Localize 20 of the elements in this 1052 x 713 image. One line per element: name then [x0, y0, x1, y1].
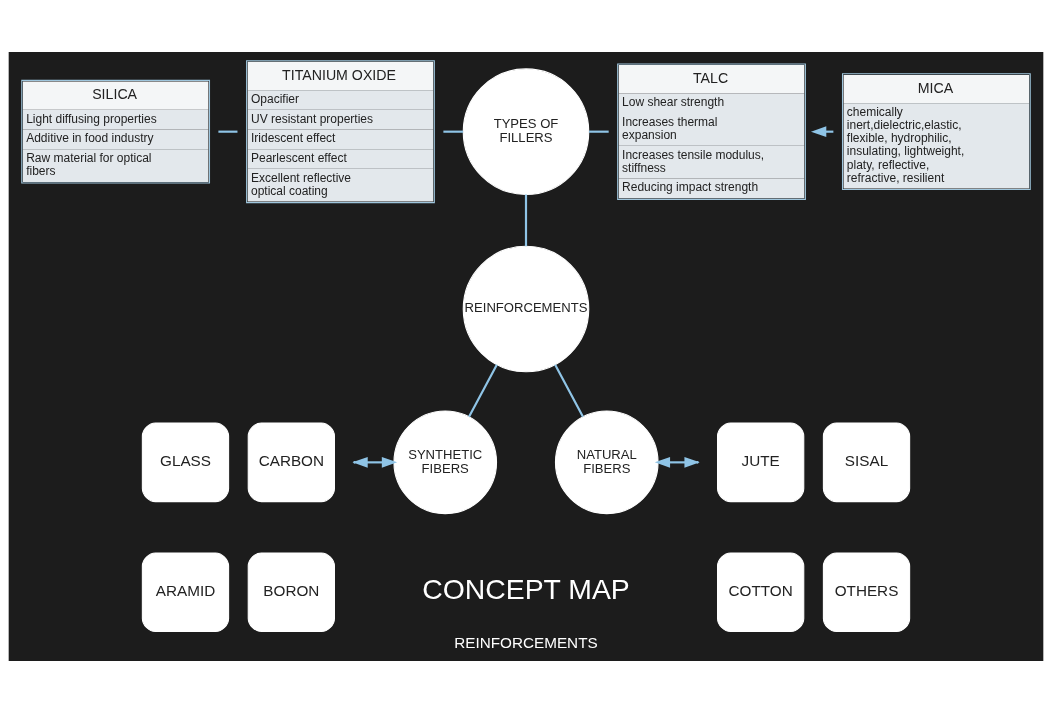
connector [218, 130, 238, 133]
node-circle: SYNTHETIC FIBERS [393, 410, 498, 515]
node-box: COTTON [717, 552, 805, 633]
connector [524, 194, 528, 247]
node-circle: REINFORCEMENTS [462, 245, 590, 373]
node-circle: NATURAL FIBERS [554, 410, 659, 515]
label: CONCEPT MAP [422, 573, 630, 606]
connector [589, 130, 609, 133]
connector [443, 130, 464, 133]
node-box: ARAMID [141, 552, 230, 633]
node-circle: TYPES OF FILLERS [462, 68, 590, 195]
node-box: CARBON [247, 422, 335, 503]
node-box: SISAL [822, 422, 911, 503]
connector [468, 364, 498, 418]
caption: REINFORCEMENTS [454, 634, 598, 652]
node-box: GLASS [141, 422, 230, 503]
connector [554, 364, 584, 418]
node-box: OTHERS [822, 552, 911, 633]
node-box: JUTE [717, 422, 805, 503]
node-box: BORON [247, 552, 335, 633]
